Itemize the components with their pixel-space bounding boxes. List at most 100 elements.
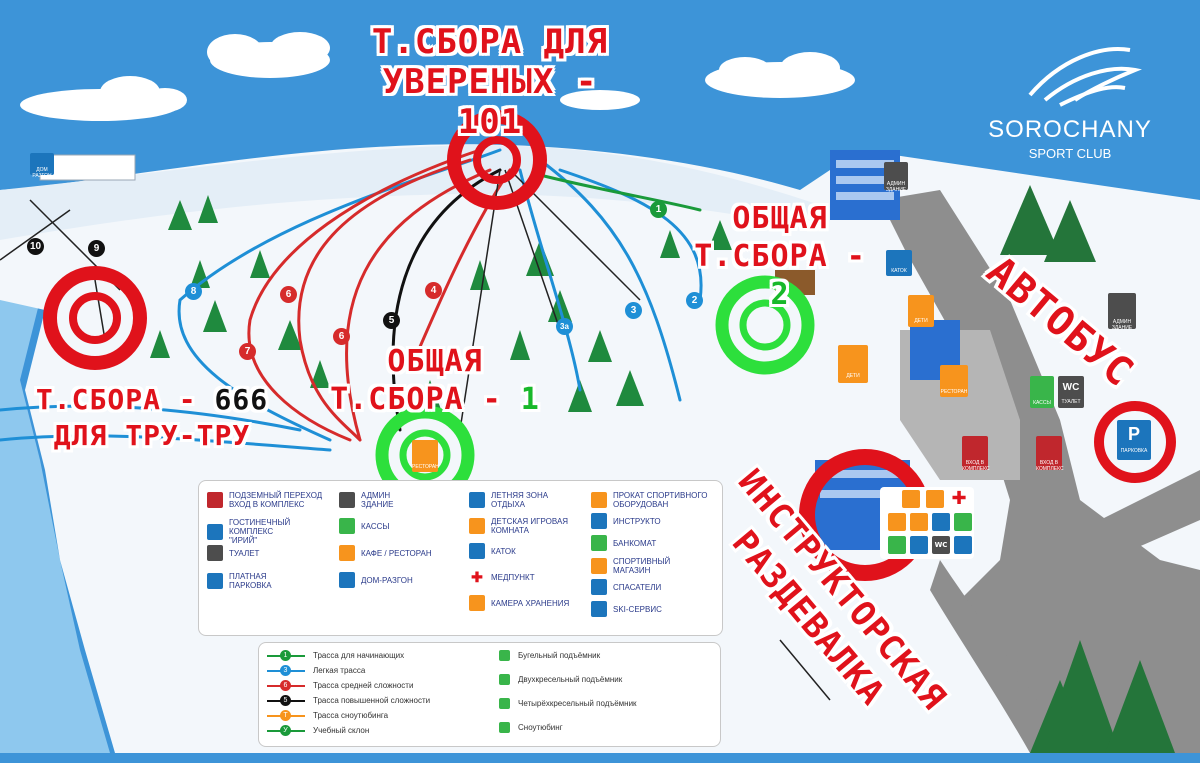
- callout-gathering-666-line2: ДЛЯ ТРУ-ТРУ: [53, 419, 251, 452]
- wc-icon: WC: [932, 536, 950, 554]
- callout-gathering-1-number: 1: [520, 382, 540, 417]
- legend-facility-label: ПОДЗЕМНЫЙ ПЕРЕХОД ВХОД В КОМПЛЕКС: [229, 491, 323, 509]
- legend-facility-label: КАМЕРА ХРАНЕНИЯ: [491, 598, 570, 608]
- sign-vhod: ВХОД В КОМПЛЕКС: [962, 436, 990, 472]
- callout-gathering-1-line2: Т.СБОРА - 1: [330, 381, 540, 419]
- sign-kassy: КАССЫ: [1030, 376, 1054, 408]
- wc-icon: [207, 545, 223, 561]
- legend-facility-item: SKI-СЕРВИС: [591, 601, 662, 617]
- legend-facility-item: ИНСТРУКТО: [591, 513, 661, 529]
- ski-service-icon: [910, 536, 928, 554]
- shop-icon: [910, 513, 928, 531]
- trail-number-badge: У: [280, 724, 291, 736]
- trail-number-badge: Т: [280, 709, 291, 721]
- legend-facility-item: ГОСТИНЕЧНЫЙ КОМПЛЕКС "ИРИЙ": [207, 518, 290, 545]
- storage-icon: [469, 595, 485, 611]
- callout-gathering-2-line2: Т.СБОРА - 2: [680, 238, 880, 314]
- sign-restoran: РЕСТОРАН: [940, 365, 968, 397]
- gathering-circles: [43, 110, 1176, 581]
- legend-trail-label: Трасса для начинающих: [313, 651, 405, 660]
- legend-facility-label: SKI-СЕРВИС: [613, 604, 662, 614]
- trail-number: 8: [185, 283, 202, 300]
- trees: [150, 185, 1175, 753]
- parking-icon: P: [1127, 424, 1140, 444]
- callout-gathering-2-number: 2: [770, 277, 790, 312]
- callout-gathering-666: Т.СБОРА - 666 ДЛЯ ТРУ-ТРУ: [22, 382, 282, 454]
- medical-icon: ✚: [951, 488, 967, 509]
- trail-number: 6: [333, 328, 350, 345]
- callout-gathering-1-text: Т.СБОРА -: [330, 382, 521, 417]
- shop-icon: [591, 558, 607, 574]
- rescue-icon: [932, 513, 950, 531]
- trail-number: 2: [686, 292, 703, 309]
- ski-trails: [0, 148, 703, 452]
- logo: SOROCHANY SPORT CLUB: [965, 116, 1175, 161]
- sign-admin-2: АДМИН ЗДАНИЕ: [1108, 293, 1136, 331]
- logo-sub: SPORT CLUB: [1028, 146, 1112, 161]
- trail-number: 10: [27, 238, 44, 255]
- trail-line-swatch: 5: [267, 694, 305, 706]
- callout-gathering-2-line1: ОБЩАЯ: [732, 201, 828, 236]
- trail-number: 6: [280, 286, 297, 303]
- legend-facility-label: ДОМ-РАЗГОН: [361, 575, 413, 585]
- admin-icon: [339, 492, 355, 508]
- kids-room-icon: [469, 518, 485, 534]
- instructor-icon: [954, 536, 972, 554]
- legend-facility-label: МЕДПУНКТ: [491, 572, 535, 582]
- trail-number: 7: [239, 343, 256, 360]
- skating-icon: [469, 543, 485, 559]
- legend-facility-item: ТУАЛЕТ: [207, 545, 259, 561]
- lift-icon: [499, 674, 510, 685]
- legend-trail-label: Легкая трасса: [313, 666, 366, 675]
- parking-icon: [207, 573, 223, 589]
- underpass-icon: [207, 492, 223, 508]
- legend-facility-item: КАТОК: [469, 543, 516, 559]
- wc-label: WC: [1062, 382, 1080, 393]
- hotel-icon: [207, 523, 223, 540]
- legend-lift-item: Двухкресельный подъёмник: [499, 674, 622, 685]
- legend-facility-label: ЛЕТНЯЯ ЗОНА ОТДЫХА: [491, 491, 549, 509]
- legend-lift-item: Сноутюбинг: [499, 722, 563, 733]
- restaurant-icon: [339, 545, 355, 561]
- legend-trail-label: Трасса сноутюбинга: [313, 711, 389, 720]
- legend-facility-item: ✚МЕДПУНКТ: [469, 569, 535, 585]
- callout-gathering-101-line1: Т.СБОРА ДЛЯ: [371, 22, 609, 62]
- kids-room-icon: [926, 490, 944, 508]
- sign-vhod-2: ВХОД В КОМПЛЕКС: [1036, 436, 1064, 472]
- sign-deti-2: ДЕТИ: [908, 295, 934, 327]
- legend-trail-label: Трасса повышенной сложности: [313, 696, 431, 705]
- legend-trail-item: У Учебный склон: [267, 724, 370, 736]
- trail-number-badge: 3: [280, 664, 291, 676]
- trail-line-swatch: 6: [267, 679, 305, 691]
- legend-facility-label: КАФЕ / РЕСТОРАН: [361, 548, 432, 558]
- legend-facility-label: ИНСТРУКТО: [613, 516, 661, 526]
- legend-lift-item: Бугельный подъёмник: [499, 650, 600, 661]
- cashier-icon: [339, 518, 355, 534]
- parking-label: ПАРКОВКА: [1120, 448, 1148, 454]
- legend-facility-label: ПЛАТНАЯ ПАРКОВКА: [229, 572, 272, 590]
- trail-number-badge: 6: [280, 679, 291, 691]
- legend-facility-item: АДМИН ЗДАНИЕ: [339, 491, 393, 509]
- trail-number: 1: [650, 201, 667, 218]
- trail-line-swatch: Т: [267, 709, 305, 721]
- ski-service-icon: [591, 601, 607, 617]
- callout-gathering-1-line1: ОБЩАЯ: [387, 344, 483, 379]
- dom-razgon-icon: [339, 572, 355, 588]
- trail-number-badge: 5: [280, 694, 291, 706]
- legend-lift-label: Четырёхкресельный подъёмник: [518, 699, 637, 708]
- legend-facilities: ПОДЗЕМНЫЙ ПЕРЕХОД ВХОД В КОМПЛЕКС ГОСТИНЕ…: [198, 480, 723, 636]
- legend-facility-item: ДЕТСКАЯ ИГРОВАЯ КОМНАТА: [469, 517, 568, 535]
- sign-dom-razgon: ДОМ РАЗГОН: [30, 153, 54, 179]
- callout-gathering-101: Т.СБОРА ДЛЯ УВЕРЕНЫХ - 101: [340, 22, 640, 142]
- atm-icon: [888, 536, 906, 554]
- legend-lift-item: Четырёхкресельный подъёмник: [499, 698, 637, 709]
- legend-trail-label: Учебный склон: [313, 726, 370, 735]
- callout-gathering-2-text: Т.СБОРА -: [694, 239, 866, 274]
- legend-facility-label: СПАСАТЕЛИ: [613, 582, 662, 592]
- legend-facility-label: СПОРТИВНЫЙ МАГАЗИН: [613, 557, 671, 575]
- legend-facility-item: СПОРТИВНЫЙ МАГАЗИН: [591, 557, 670, 575]
- legend-facility-label: КАТОК: [491, 546, 516, 556]
- legend-lift-label: Двухкресельный подъёмник: [518, 675, 623, 684]
